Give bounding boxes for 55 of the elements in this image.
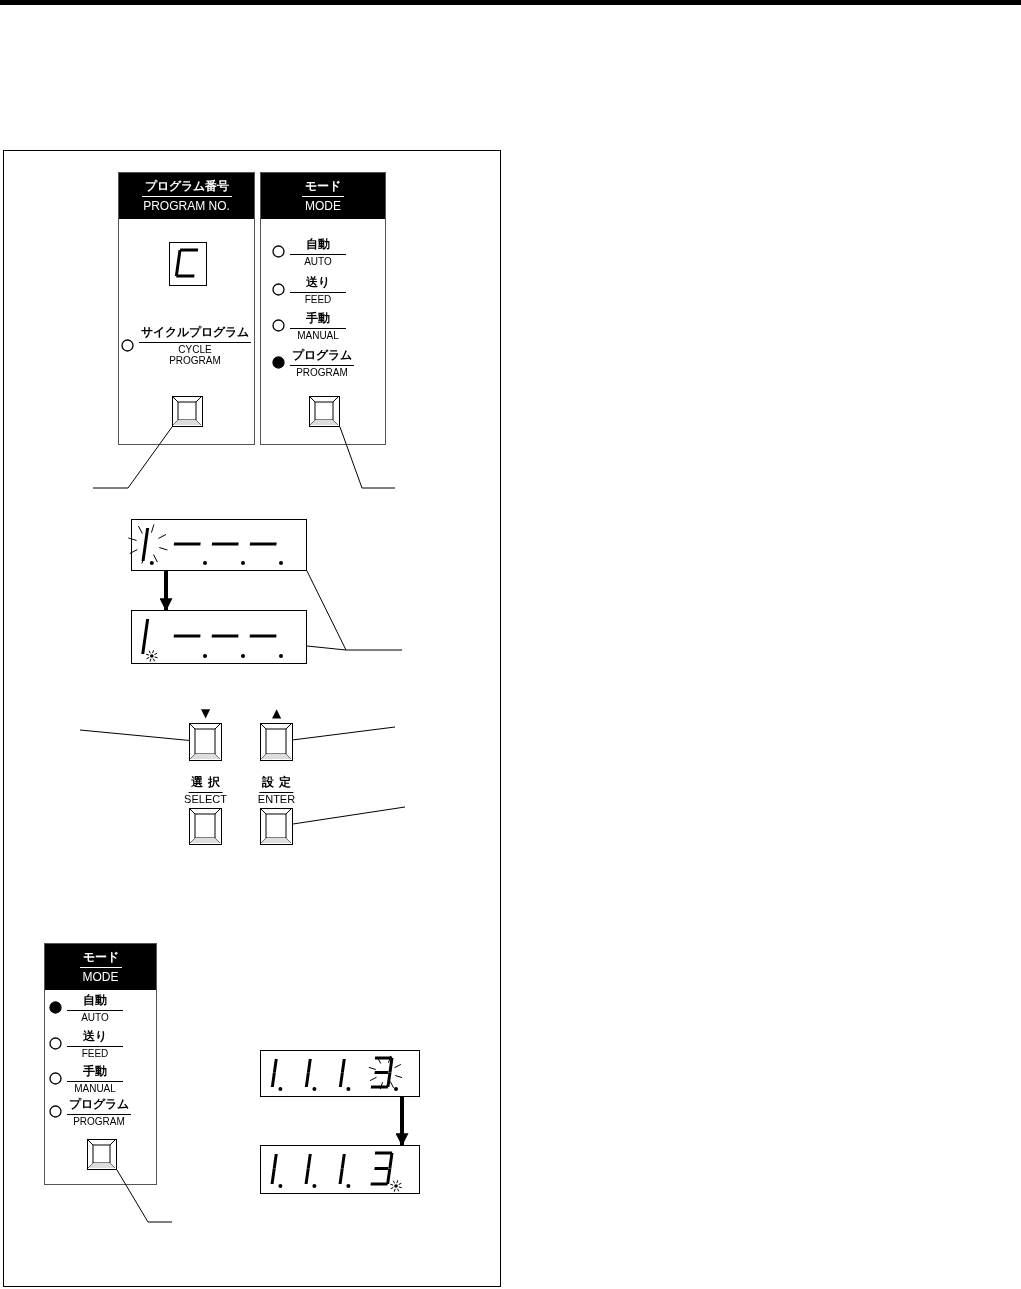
key-label: ▲ bbox=[271, 706, 282, 720]
key-label: 選 択 bbox=[188, 774, 223, 793]
header-label: MODE bbox=[82, 969, 119, 984]
control-panel bbox=[260, 172, 386, 445]
lamp-label: MANUAL bbox=[74, 1081, 116, 1094]
digital-display bbox=[131, 519, 307, 571]
lamp-label: CYCLE PROGRAM bbox=[168, 343, 222, 366]
header-label: PROGRAM NO. bbox=[143, 198, 230, 213]
control-panel bbox=[44, 943, 157, 1185]
push-button bbox=[260, 808, 293, 845]
lamp-label: 手動 bbox=[67, 1062, 123, 1082]
digital-display bbox=[131, 610, 307, 664]
lamp-label: 手動 bbox=[290, 309, 346, 329]
push-button bbox=[189, 723, 222, 761]
push-button bbox=[309, 396, 340, 427]
lamp-label: 自動 bbox=[67, 991, 123, 1011]
key-label: ▼ bbox=[200, 706, 211, 720]
leader-line bbox=[116, 1169, 173, 1223]
leader-line bbox=[292, 806, 406, 825]
lamp-label: 送り bbox=[290, 273, 346, 293]
leader-line bbox=[92, 426, 173, 489]
digital-display bbox=[169, 242, 207, 286]
push-button bbox=[172, 396, 203, 427]
lamp-label: プログラム bbox=[290, 346, 354, 366]
lamp-label: PROGRAM bbox=[296, 365, 348, 378]
lamp-label: 送り bbox=[67, 1027, 123, 1047]
lamp-label: AUTO bbox=[304, 254, 332, 267]
header-label: MODE bbox=[305, 198, 341, 213]
lamp-label: AUTO bbox=[81, 1010, 109, 1023]
leader-line bbox=[292, 726, 396, 741]
header-label: プログラム番号 bbox=[141, 178, 232, 197]
push-button bbox=[87, 1139, 117, 1170]
lamp-label: 自動 bbox=[290, 235, 346, 255]
digital-display bbox=[260, 1145, 420, 1194]
lamp-label: MANUAL bbox=[297, 328, 339, 341]
lamp-label: FEED bbox=[81, 1046, 109, 1059]
lamp-label: サイクルプログラム bbox=[139, 324, 251, 343]
header-label: モード bbox=[79, 949, 122, 968]
lamp-label: プログラム bbox=[67, 1095, 131, 1115]
control-panel bbox=[118, 172, 255, 445]
header-label: モード bbox=[302, 178, 344, 197]
push-button bbox=[260, 723, 293, 761]
leader-line bbox=[306, 645, 347, 651]
leader-line bbox=[79, 729, 190, 741]
lamp-label: FEED bbox=[304, 292, 332, 305]
digital-display bbox=[260, 1050, 420, 1097]
arrow bbox=[159, 571, 173, 612]
key-label: 設 定 bbox=[259, 774, 294, 793]
leader-line bbox=[306, 570, 403, 651]
arrow bbox=[395, 1097, 409, 1147]
key-label: SELECT bbox=[184, 793, 227, 805]
push-button bbox=[189, 808, 222, 845]
key-label: ENTER bbox=[257, 793, 296, 805]
leader-line bbox=[339, 426, 396, 489]
lamp-label: PROGRAM bbox=[73, 1114, 125, 1127]
